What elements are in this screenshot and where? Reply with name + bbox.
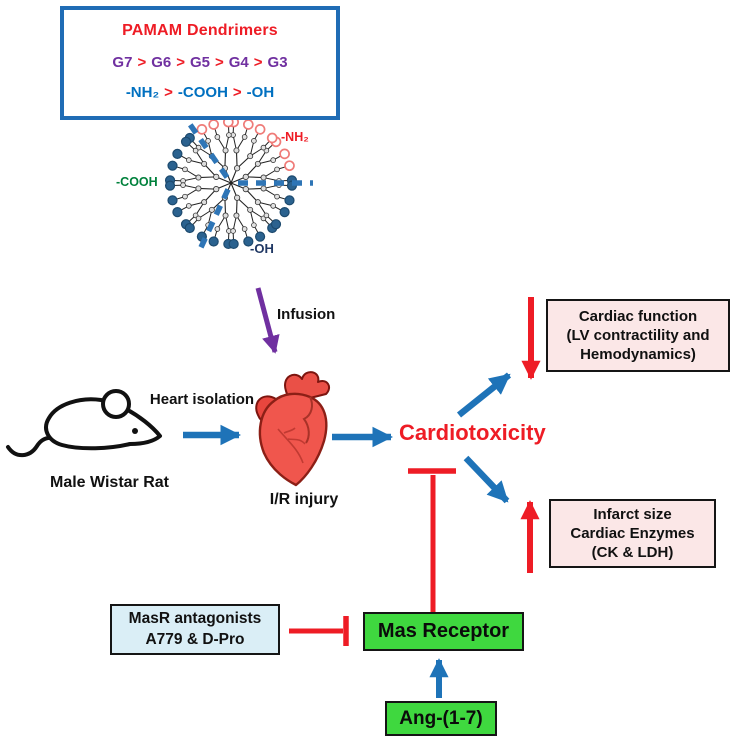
rat-icon [6,389,162,458]
infusion-arrow [255,287,280,354]
ir-injury-label: I/R injury [269,491,339,508]
dendrimer-hydroxyl-label: -OH [250,241,274,256]
ang-1-7-box: Ang-(1-7) [385,701,497,736]
masr-antagonists-box: MasR antagonists A779 & D-Pro [110,604,280,655]
surface-carboxyl: -COOH [177,84,228,101]
gt-separator: > [232,84,242,101]
rat-label: Male Wistar Rat [50,474,169,491]
generation-order-line: G7>G6>G5>G4>G3 [64,54,336,71]
generation-g4: G4 [228,54,249,71]
cardiac-function-line: Cardiac function [578,307,698,325]
infarct-line: Cardiac Enzymes [570,524,695,542]
heart-isolation-label: Heart isolation [149,391,255,408]
dendrimer-icon [164,113,313,255]
cardiotoxicity-label: Cardiotoxicity [399,420,546,445]
antagonists-line: MasR antagonists [128,610,262,628]
mas-inhibits-cardiotoxicity-tbar [408,468,456,612]
cardiac-function-box: Cardiac function (LV contractility and H… [546,299,730,372]
infusion-label: Infusion [277,306,336,323]
infarct-size-box: Infarct size Cardiac Enzymes (CK & LDH) [549,499,716,568]
mas-receptor-box: Mas Receptor [363,612,524,651]
ang-1-7-label: Ang-(1-7) [399,707,483,729]
surface-hydroxyl: -OH [246,84,275,101]
heart-icon [255,371,330,487]
antagonists-inhibit-mas-tbar [289,616,349,646]
surface-amine: -NH₂ [125,84,160,101]
gt-separator: > [176,54,185,71]
gt-separator: > [215,54,224,71]
antagonists-line: A779 & D-Pro [145,630,245,648]
cardiotoxicity-to-function-arrow [456,372,512,418]
gt-separator: > [164,84,173,101]
cardiotoxicity-to-infarct-arrow [463,455,510,504]
generation-g3: G3 [267,54,288,71]
pamam-title: PAMAM Dendrimers [122,22,278,39]
generation-g5: G5 [189,54,210,71]
generation-g6: G6 [151,54,172,71]
dendrimer-amine-label: -NH₂ [281,130,309,144]
mas-receptor-label: Mas Receptor [377,620,510,642]
dendrimer-carboxyl-label: -COOH [116,175,158,189]
cardiac-function-line: Hemodynamics) [580,346,696,364]
gt-separator: > [137,54,147,71]
gt-separator: > [253,54,263,71]
pamam-legend-box: PAMAM Dendrimers G7>G6>G5>G4>G3 -NH₂>-CO… [60,6,340,120]
surface-group-order-line: -NH₂>-COOH>-OH [64,84,336,101]
infarct-line: (CK & LDH) [591,544,674,562]
cardiac-function-line: (LV contractility and [566,326,710,344]
generation-g7: G7 [112,54,133,71]
infarct-line: Infarct size [593,505,672,523]
